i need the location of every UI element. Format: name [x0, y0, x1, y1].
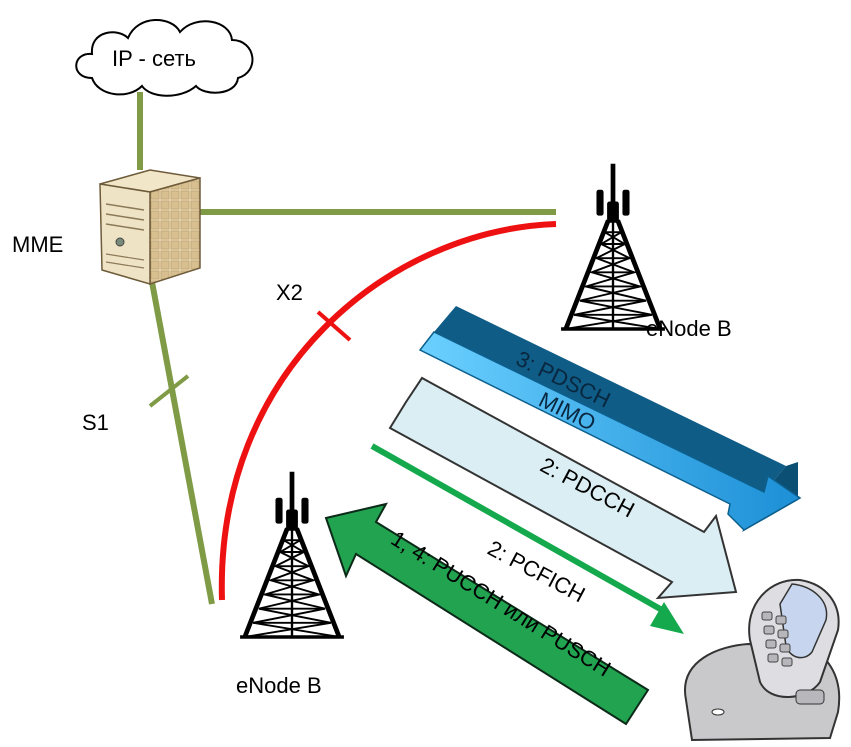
- s1-link-bottom-enodeb: [148, 281, 215, 605]
- cell-tower-icon-top: [561, 164, 665, 329]
- x2-link: [218, 221, 557, 601]
- flip-phone-icon: [684, 578, 841, 742]
- x2-label: X2: [276, 280, 303, 305]
- mme-label: MME: [12, 232, 63, 257]
- s1-label: S1: [82, 410, 109, 435]
- pdsch-arrow: [418, 306, 802, 532]
- cell-tower-icon-bottom: [240, 472, 344, 637]
- pucch-arrow: [324, 502, 650, 726]
- pcfich-arrow: [370, 443, 684, 634]
- enodeb-top-label: eNode B: [646, 316, 732, 341]
- cloud-label: IP - сеть: [112, 46, 196, 71]
- enodeb-bottom-label: eNode B: [236, 673, 322, 698]
- cloud-icon: [75, 19, 254, 97]
- pdcch-arrow: [388, 376, 738, 600]
- server-icon: [99, 169, 201, 286]
